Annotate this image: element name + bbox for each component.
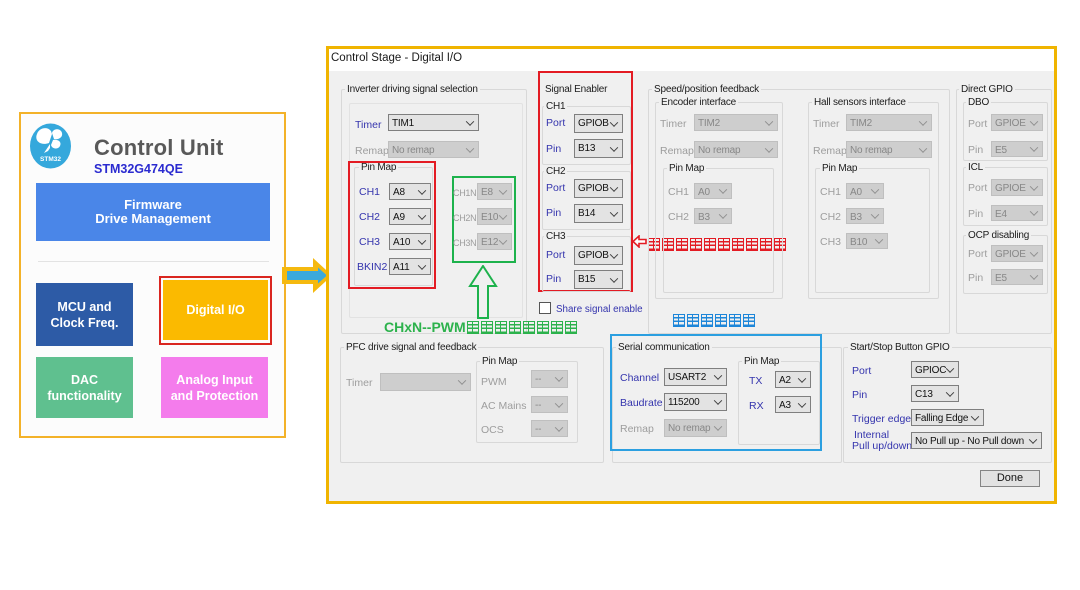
svg-text:STM32: STM32 <box>40 156 61 163</box>
